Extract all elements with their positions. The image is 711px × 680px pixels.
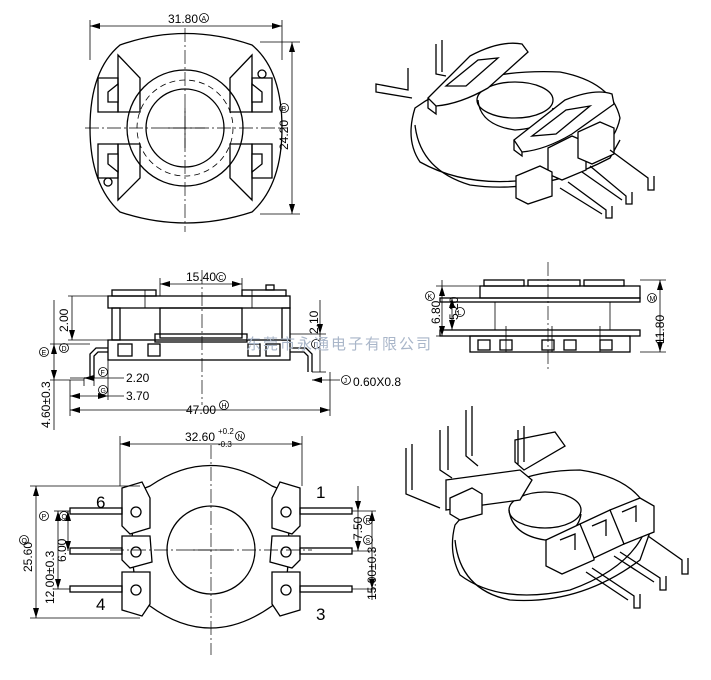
side-dim-370: 3.70 bbox=[126, 389, 150, 403]
bottom-dim-750-tag: R bbox=[366, 518, 371, 525]
end-view: 6.80 K 5.20 L 11.80 M bbox=[425, 262, 667, 372]
side-dim-200: 2.00 bbox=[57, 308, 71, 332]
side-dim-210: 2.10 bbox=[307, 310, 321, 334]
end-dim-520-tag: L bbox=[458, 310, 462, 317]
side-dim-4700: 47.00 bbox=[186, 403, 216, 417]
side-dim-220-tag: F bbox=[101, 370, 105, 377]
bottom-dim-600-tag: Q bbox=[62, 514, 68, 521]
pin-label-4: 4 bbox=[96, 595, 105, 614]
pin-label-1: 1 bbox=[316, 483, 325, 502]
side-pin-size: 0.60X0.8 bbox=[353, 375, 401, 389]
side-dim-220: 2.20 bbox=[126, 371, 150, 385]
side-span-tag: C bbox=[219, 275, 224, 282]
side-pin-size-tag: J bbox=[344, 378, 348, 385]
end-dim-680-tag: K bbox=[428, 294, 433, 301]
top-width-dim: 31.80 bbox=[168, 12, 198, 26]
pin-label-6: 6 bbox=[96, 493, 105, 512]
side-span-dim: 15.40 bbox=[186, 270, 216, 284]
end-dim-680: 6.80 bbox=[429, 300, 443, 324]
bottom-width-tag: N bbox=[238, 434, 243, 441]
side-tag-e: E bbox=[42, 350, 47, 357]
end-dim-1180: 11.80 bbox=[653, 315, 667, 344]
side-tag-d: D bbox=[62, 346, 67, 353]
bottom-width-sub: -0.3 bbox=[218, 440, 232, 449]
pin-label-3: 3 bbox=[316, 605, 325, 624]
top-view: 31.80 A 24.20 B bbox=[85, 12, 300, 232]
top-width-tag: A bbox=[202, 16, 207, 23]
bottom-width-sup: +0.2 bbox=[218, 427, 234, 436]
side-dim-4700-tag: H bbox=[222, 403, 227, 410]
bottom-height-dim: 25.60 bbox=[21, 542, 35, 572]
bottom-dim-1500: 15.00±0.3 bbox=[365, 546, 379, 600]
top-height-tag: B bbox=[282, 106, 287, 113]
watermark: 东莞市永通电子有限公司 bbox=[246, 336, 433, 353]
bottom-dim-1200: 12.00±0.3 bbox=[43, 550, 57, 604]
top-height-dim: 24.20 bbox=[277, 120, 291, 150]
bottom-height-tag: O bbox=[22, 538, 28, 545]
end-dim-520: 5.20 bbox=[447, 296, 461, 320]
bottom-dim-600: 6.00 bbox=[55, 538, 69, 562]
side-dim-460: 4.60±0.3 bbox=[39, 381, 53, 428]
side-dim-370-tag: G bbox=[101, 388, 106, 395]
bottom-dim-1200-tag: P bbox=[42, 514, 47, 521]
end-dim-1180-tag: M bbox=[650, 296, 656, 303]
side-tag-i: I bbox=[314, 342, 316, 349]
bottom-view: 32.60 +0.2 -0.3 N 25.60 O 12.00±0.3 P 6.… bbox=[19, 427, 379, 655]
bottom-dim-750: 7.50 bbox=[351, 516, 365, 540]
bottom-width-dim: 32.60 bbox=[185, 430, 215, 444]
iso-view-bottom bbox=[405, 406, 689, 609]
side-view: 15.40 C 2.00 4.60±0.3 E D 2.10 I 2.20 F bbox=[39, 270, 401, 430]
bottom-dim-1500-tag: S bbox=[366, 538, 371, 545]
iso-view-top bbox=[375, 40, 655, 219]
